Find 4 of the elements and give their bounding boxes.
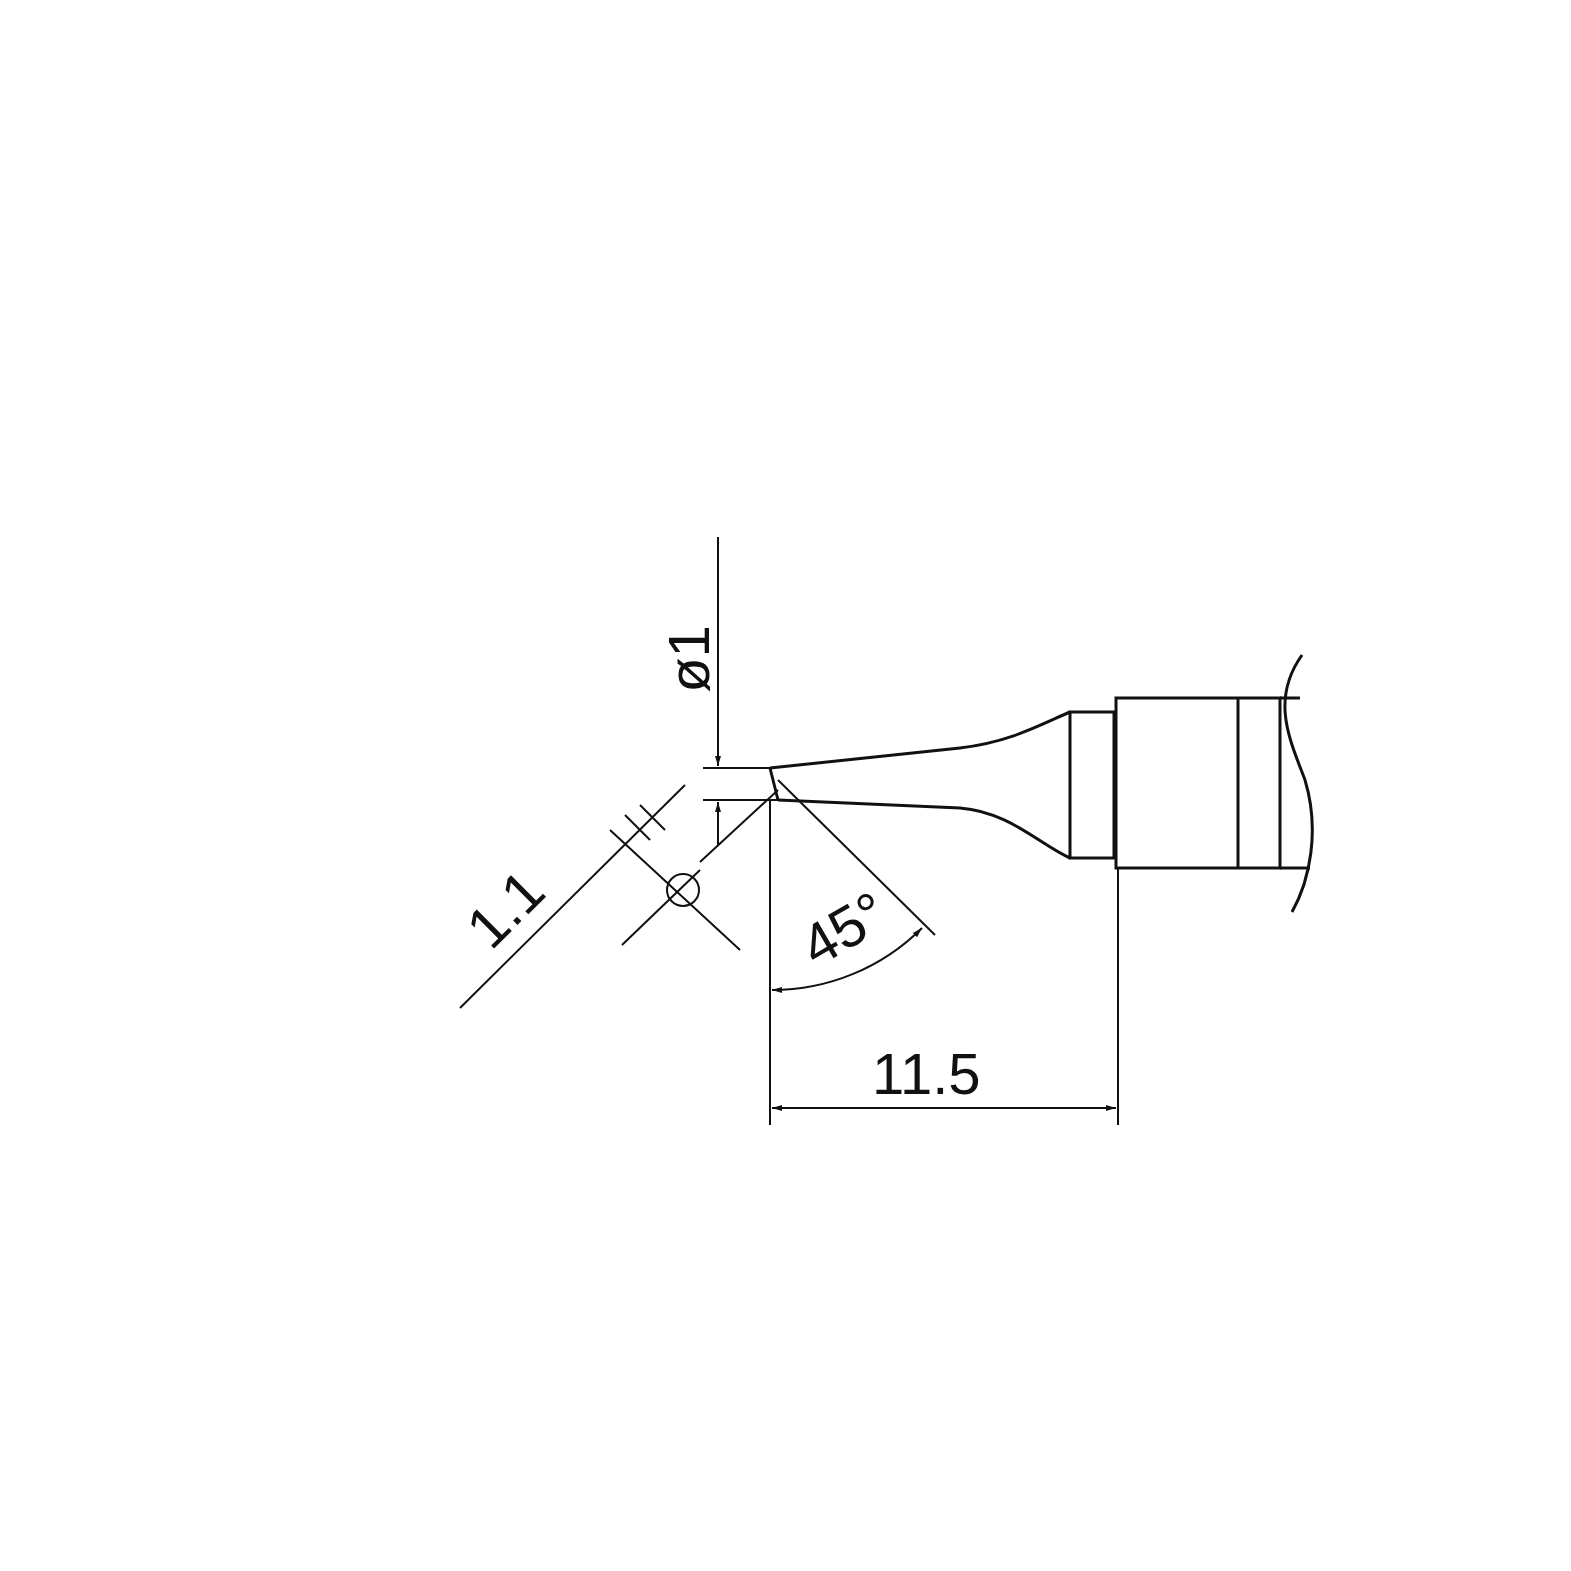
chamfer-dimension-label: 1.1 [456,860,555,958]
diameter-dimension-label: ø1 [659,625,718,693]
length-dimension-label: 11.5 [872,1045,981,1103]
angle-dimension-label: 45° [791,881,897,977]
